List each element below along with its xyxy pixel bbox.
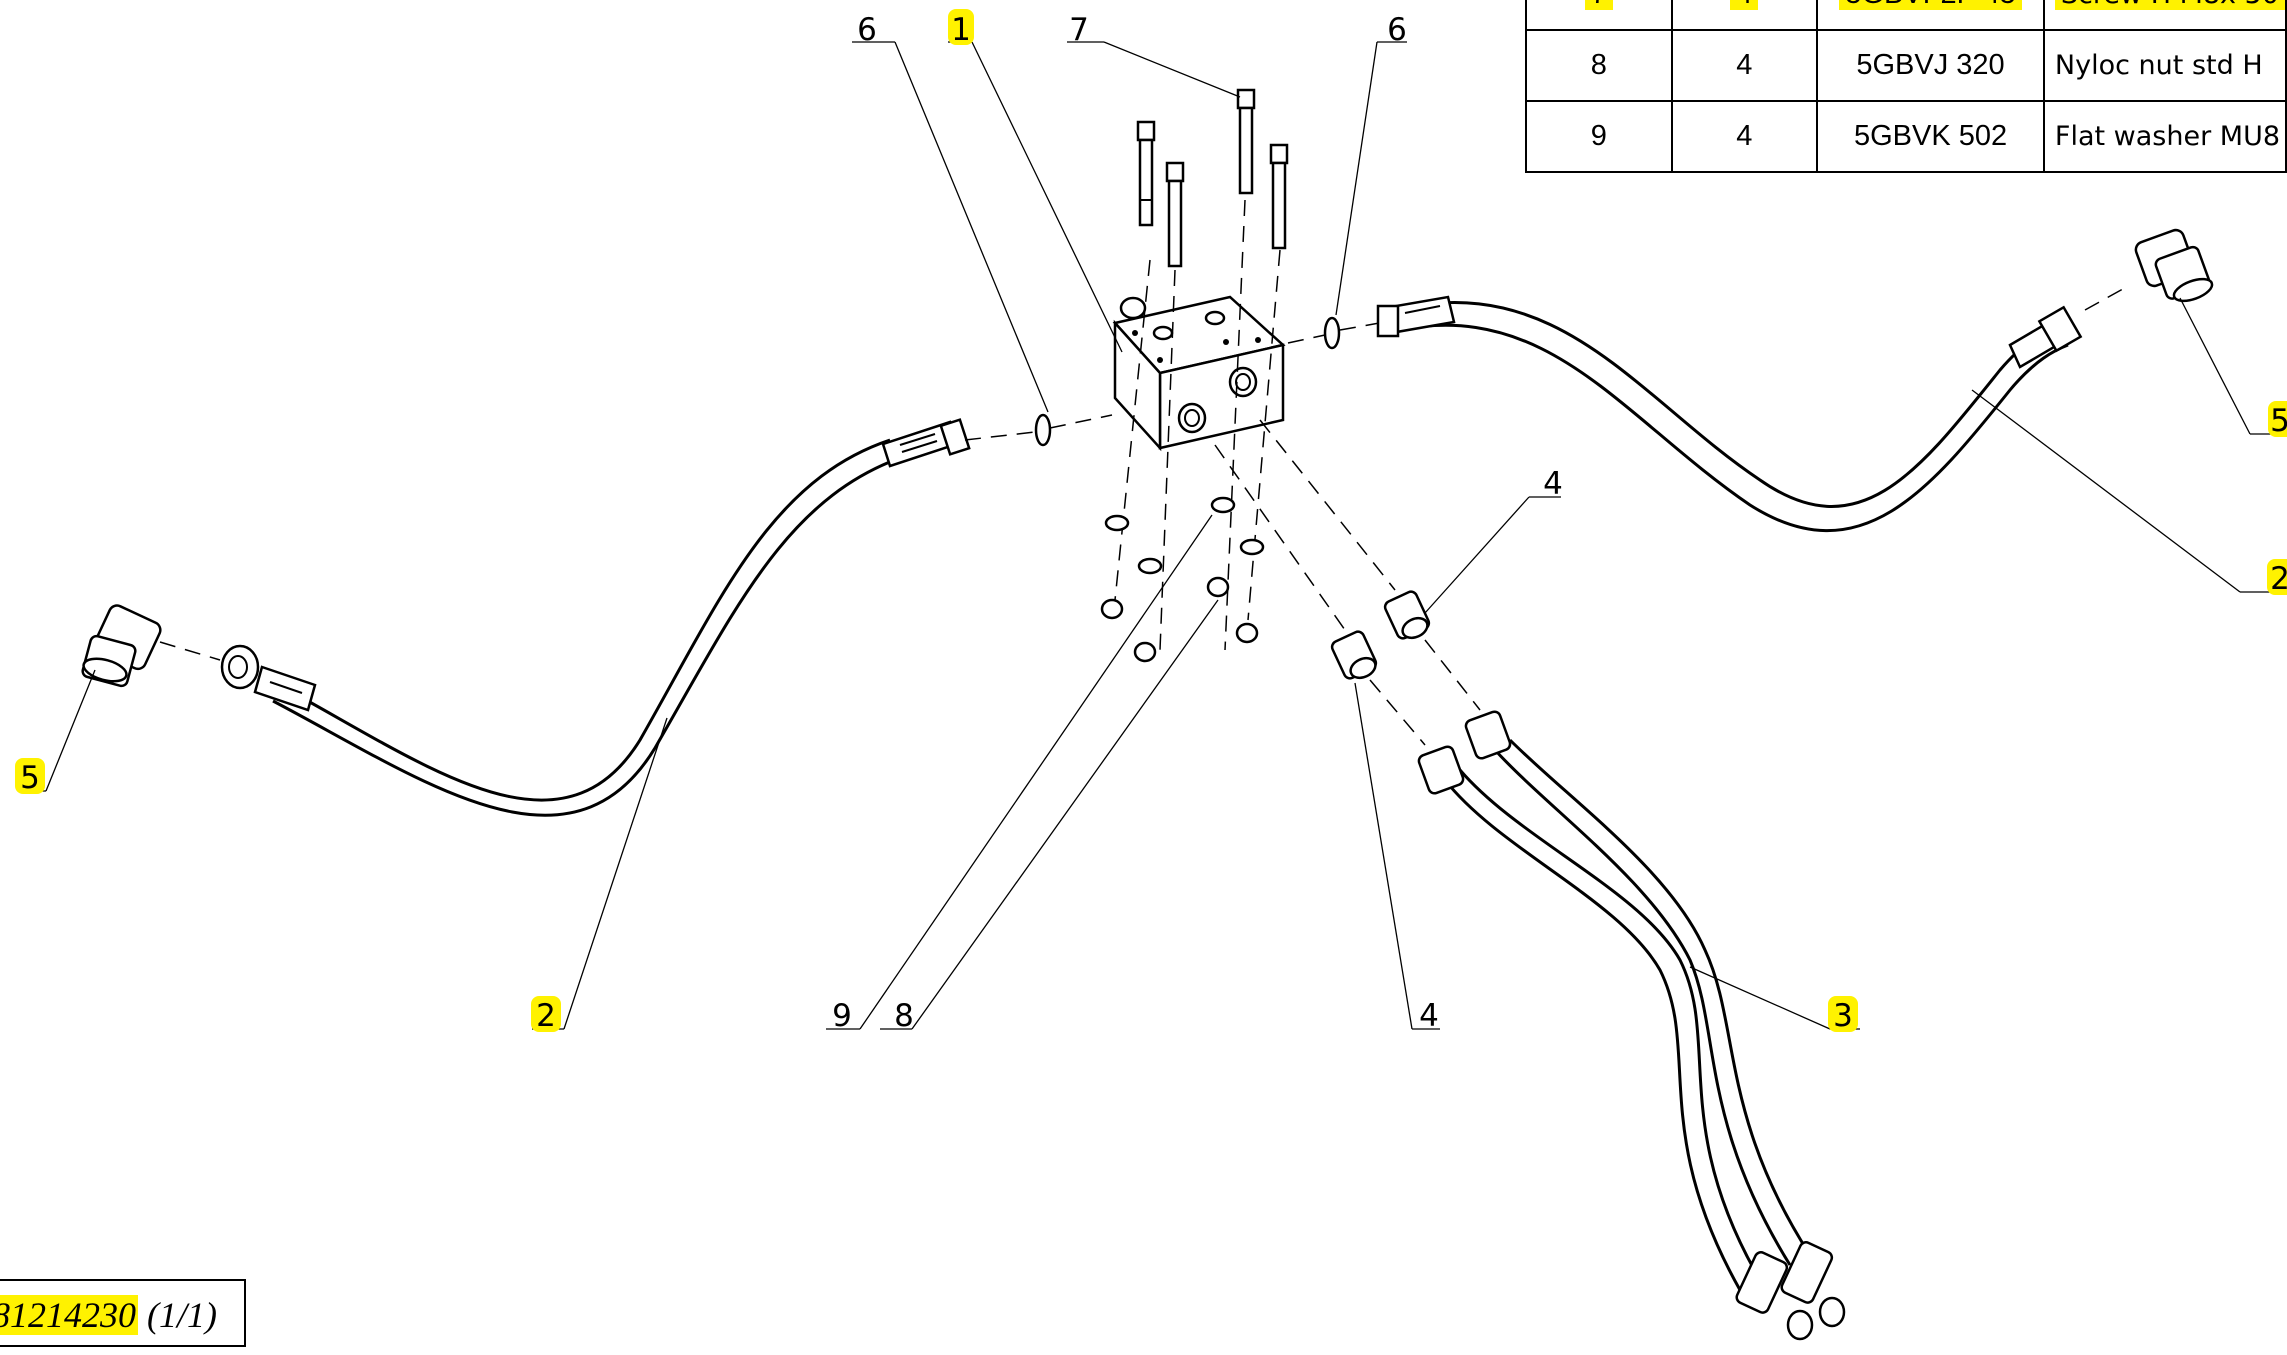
bill-of-materials-table: 7 4 5GBVF2P 45 Screw H M8x 50 8 4 5GBVJ …	[1525, 0, 2287, 173]
svg-text:8: 8	[894, 998, 914, 1034]
svg-text:6: 6	[1387, 12, 1407, 48]
svg-text:6: 6	[857, 12, 877, 48]
bom-row-item-9: 9 4 5GBVK 502 Flat washer MU8	[1525, 100, 2287, 173]
svg-text:1: 1	[951, 12, 971, 48]
adapters	[1214, 419, 1481, 746]
bom-quantity: 4	[1730, 0, 1759, 10]
bom-item-number: 7	[1584, 0, 1613, 10]
callout-4-upper: 4	[1543, 466, 1563, 502]
valve-block	[1112, 295, 1286, 452]
callout-5-right: 5	[2268, 401, 2287, 439]
bom-row-item-7: 7 4 5GBVF2P 45 Screw H M8x 50	[1525, 0, 2287, 31]
elbow-fitting-right	[2134, 228, 2214, 303]
bolt-3	[1236, 88, 1256, 195]
svg-text:3: 3	[1833, 998, 1853, 1034]
twin-hose-bottom-fittings	[1735, 1241, 1846, 1341]
twin-hose	[1417, 710, 1846, 1341]
callout-2-left: 2	[531, 996, 561, 1034]
bom-designation: Screw H M8x 50	[2054, 0, 2284, 10]
seal-washers	[964, 316, 1386, 447]
bolt-2	[1165, 161, 1185, 268]
bolt-4	[1269, 143, 1289, 250]
svg-text:7: 7	[1069, 12, 1089, 48]
document-number: 81214230	[0, 1295, 138, 1335]
svg-text:5: 5	[2270, 403, 2287, 439]
bom-reference: 5GBVF2P 45	[1839, 0, 2022, 10]
svg-text:2: 2	[536, 998, 556, 1034]
bom-designation: Nyloc nut std H	[2042, 29, 2287, 102]
washers-and-nuts	[1100, 496, 1265, 663]
bom-quantity: 4	[1670, 100, 1819, 173]
callout-8: 8	[894, 998, 914, 1034]
svg-text:4: 4	[1419, 998, 1439, 1034]
callout-7: 7	[1069, 12, 1089, 48]
callout-5-left: 5	[15, 758, 45, 796]
bom-designation: Flat washer MU8	[2042, 100, 2287, 173]
callout-6-left: 6	[857, 12, 877, 48]
bolt-1	[1136, 120, 1156, 227]
bom-row-item-8: 8 4 5GBVJ 320 Nyloc nut std H	[1525, 29, 2287, 102]
sheet-indicator: (1/1)	[147, 1295, 217, 1335]
document-reference: 81214230 (1/1)	[0, 1279, 246, 1347]
hose-right	[1376, 284, 2131, 533]
elbow-fitting-left	[81, 604, 221, 688]
callout-9: 9	[832, 998, 852, 1034]
callout-1: 1	[948, 9, 974, 48]
twin-hose-top-fittings	[1417, 710, 1512, 795]
callout-4-lower: 4	[1419, 998, 1439, 1034]
callout-3: 3	[1828, 996, 1858, 1034]
svg-text:5: 5	[20, 760, 40, 796]
hose-left	[220, 418, 971, 817]
callout-6-right: 6	[1387, 12, 1407, 48]
svg-text:4: 4	[1543, 466, 1563, 502]
bom-reference: 5GBVK 502	[1816, 100, 2045, 173]
bom-reference: 5GBVJ 320	[1816, 29, 2045, 102]
bom-quantity: 4	[1670, 29, 1819, 102]
bom-item-number: 9	[1525, 100, 1673, 173]
callout-2-right: 2	[2267, 559, 2287, 597]
svg-text:2: 2	[2270, 561, 2287, 597]
svg-text:9: 9	[832, 998, 852, 1034]
bom-item-number: 8	[1525, 29, 1673, 102]
